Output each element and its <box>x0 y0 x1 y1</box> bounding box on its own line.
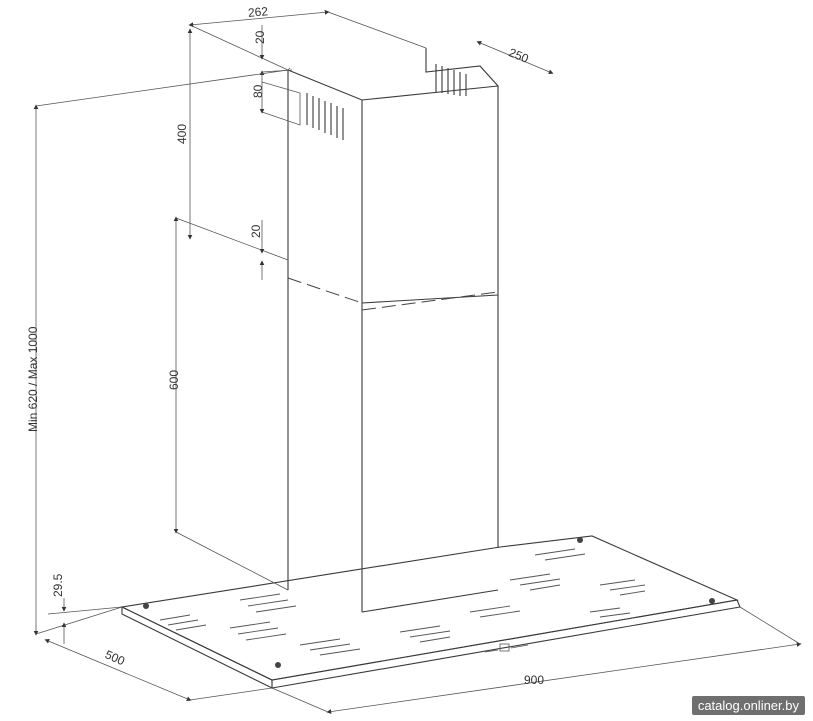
canopy-width-label: 900 <box>524 673 544 687</box>
vent-slots-back <box>435 64 467 96</box>
screw-icon <box>275 662 281 668</box>
screw-icon <box>143 603 149 609</box>
glass-stripes <box>159 548 646 656</box>
canopy <box>120 535 741 689</box>
watermark-label: catalog.onliner.by <box>691 696 805 715</box>
canopy-thickness-label: 29.5 <box>51 573 65 597</box>
chimney <box>189 24 500 613</box>
total-height-label: Min 620 / Max 1000 <box>26 326 40 432</box>
top-gap-label: 20 <box>253 30 267 44</box>
upper-chimney-height-label: 400 <box>175 124 189 144</box>
mid-gap-label: 20 <box>249 224 263 238</box>
chimney-width-label: 262 <box>247 4 268 20</box>
vent-slots-left <box>306 93 344 140</box>
vent-height-label: 80 <box>251 84 265 98</box>
dimension-labels: 262 250 20 80 400 20 600 Min 620 / Max 1… <box>26 4 544 687</box>
dimension-lines <box>33 9 802 714</box>
screw-icon <box>577 537 583 543</box>
screw-icon <box>709 598 715 604</box>
lower-chimney-height-label: 600 <box>167 370 181 390</box>
